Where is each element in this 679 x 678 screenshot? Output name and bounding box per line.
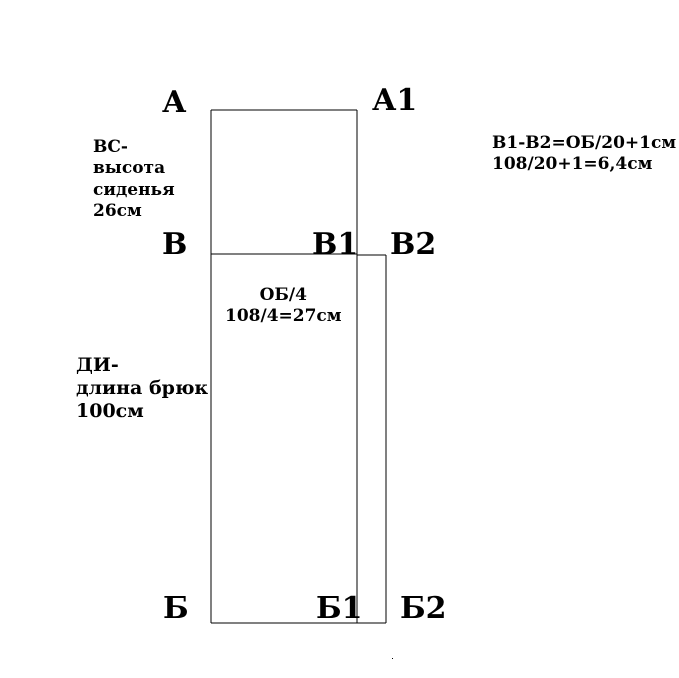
stray-dot <box>392 658 393 659</box>
v1-v2-formula-line: 108/20+1=6,4см <box>492 154 653 175</box>
hip-quarter-line: ОБ/4 <box>259 285 307 305</box>
trouser-length-note: ДИ- длина брюк 100см <box>76 354 208 422</box>
point-label-b: Б <box>163 591 189 626</box>
v1-v2-formula-line: В1-В2=ОБ/20+1см <box>492 133 677 153</box>
v1-v2-formula-note: В1-В2=ОБ/20+1см 108/20+1=6,4см <box>492 133 676 176</box>
point-label-v1: В1 <box>312 227 359 262</box>
hip-quarter-line: 108/4=27см <box>225 306 342 327</box>
point-label-v2: В2 <box>390 227 437 262</box>
trouser-length-line: длина брюк <box>76 376 209 399</box>
seat-height-line: высота <box>93 158 166 179</box>
point-label-v: В <box>162 227 188 262</box>
point-label-a: А <box>162 85 187 120</box>
seat-height-note: ВС- высота сиденья 26см <box>93 137 175 222</box>
seat-height-line: ВС- <box>93 137 128 157</box>
point-label-a1: А1 <box>372 83 418 118</box>
point-label-b1: Б1 <box>316 591 363 626</box>
seat-height-line: сиденья <box>93 179 175 200</box>
seat-height-line: 26см <box>93 200 142 221</box>
trouser-length-line: ДИ- <box>76 354 119 376</box>
hip-quarter-note: ОБ/4 108/4=27см <box>225 285 342 328</box>
point-label-b2: Б2 <box>400 591 447 626</box>
trouser-length-line: 100см <box>76 399 144 422</box>
